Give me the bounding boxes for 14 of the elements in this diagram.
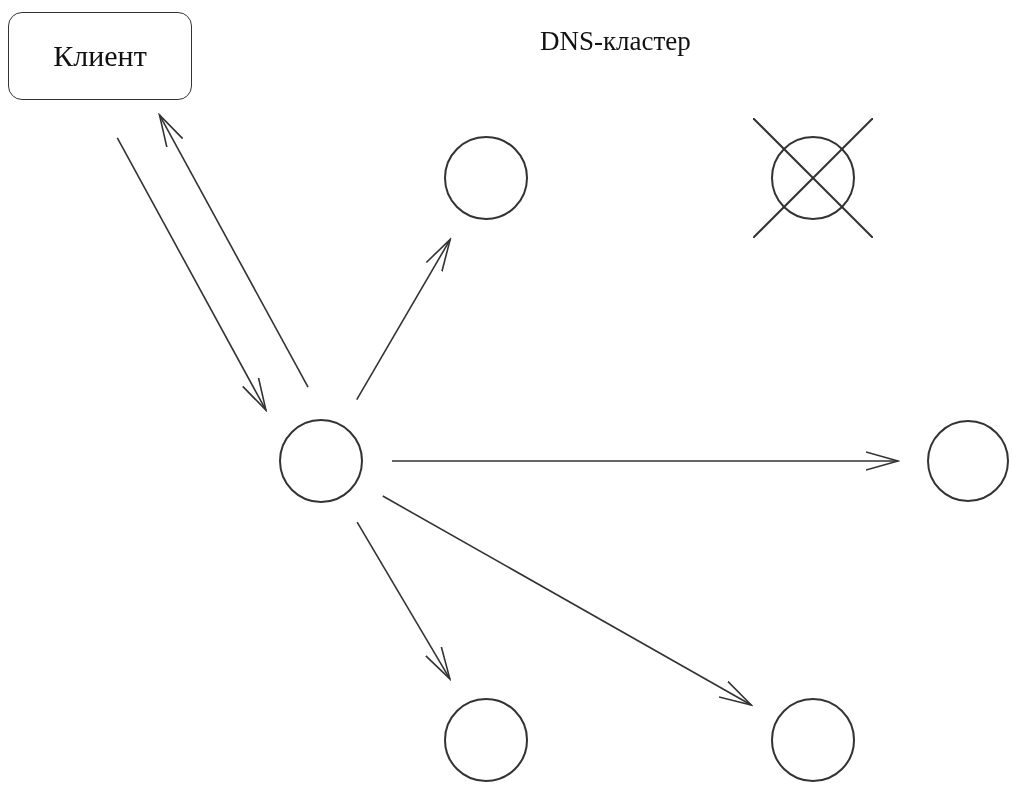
crossed-circle [753, 118, 873, 238]
client-box: Клиент [8, 12, 192, 100]
arrow [356, 521, 451, 680]
arrow [116, 137, 267, 411]
arrow [381, 495, 753, 706]
diagram-title: DNS-кластер [540, 26, 691, 57]
circle [771, 698, 855, 782]
circle [444, 698, 528, 782]
arrow [355, 238, 452, 401]
circle [279, 419, 363, 503]
circle [927, 420, 1009, 502]
circle [444, 136, 528, 220]
arrow [158, 114, 309, 388]
arrow [391, 451, 899, 471]
